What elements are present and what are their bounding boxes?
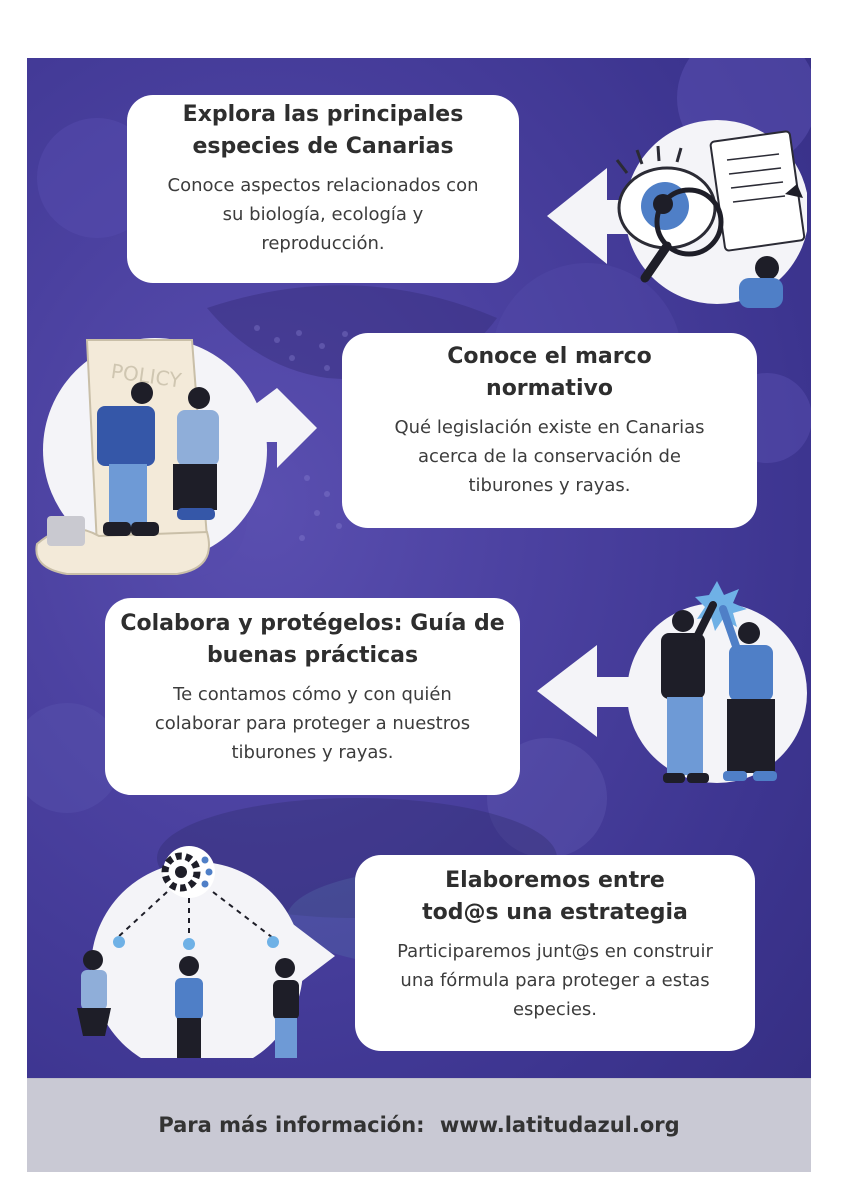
body-line: una fórmula para proteger a estas bbox=[400, 970, 710, 991]
body-line: tiburones y rayas. bbox=[468, 475, 631, 496]
high-five-icon bbox=[537, 581, 807, 783]
section-title: Colabora y protégelos: Guía de buenas pr… bbox=[105, 608, 520, 672]
policy-document-icon: POLICY bbox=[35, 338, 317, 575]
body-line: Qué legislación existe en Canarias bbox=[394, 417, 705, 438]
section-body: Te contamos cómo y con quién colaborar p… bbox=[105, 680, 520, 767]
footer-text: Para más información: www.latitudazul.or… bbox=[27, 1113, 811, 1137]
body-line: Te contamos cómo y con quién bbox=[173, 684, 452, 705]
section-title: Explora las principales especies de Cana… bbox=[127, 99, 519, 163]
title-line: Conoce el marco bbox=[447, 344, 652, 369]
section-card-good-practices: Colabora y protégelos: Guía de buenas pr… bbox=[105, 598, 520, 795]
magnifier-eye-icon bbox=[547, 120, 807, 308]
section-body: Conoce aspectos relacionados con su biol… bbox=[127, 171, 519, 258]
body-line: Participaremos junt@s en construir bbox=[397, 941, 713, 962]
body-line: especies. bbox=[512, 999, 598, 1020]
title-line: Elaboremos entre bbox=[445, 868, 665, 893]
title-line: Colabora y protégelos: Guía de bbox=[120, 611, 505, 636]
section-card-species: Explora las principales especies de Cana… bbox=[127, 95, 519, 283]
section-title: Elaboremos entre tod@s una estrategia bbox=[355, 865, 755, 929]
section-body: Qué legislación existe en Canarias acerc… bbox=[342, 413, 757, 500]
website-link[interactable]: www.latitudazul.org bbox=[439, 1113, 680, 1137]
body-line: su biología, ecología y bbox=[222, 204, 424, 225]
footer-label: Para más información: bbox=[158, 1113, 425, 1137]
body-line: acerca de la conservación de bbox=[417, 446, 682, 467]
body-line: reproducción. bbox=[261, 233, 385, 254]
section-card-strategy: Elaboremos entre tod@s una estrategia Pa… bbox=[355, 855, 755, 1051]
footer: Para más información: www.latitudazul.or… bbox=[27, 1078, 811, 1172]
title-line: tod@s una estrategia bbox=[422, 900, 688, 925]
title-line: buenas prácticas bbox=[206, 643, 419, 668]
title-line: especies de Canarias bbox=[192, 134, 454, 159]
body-line: colaborar para proteger a nuestros bbox=[154, 713, 471, 734]
network-gear-icon bbox=[77, 846, 335, 1058]
section-title: Conoce el marco normativo bbox=[342, 341, 757, 405]
title-line: Explora las principales bbox=[182, 102, 464, 127]
section-card-regulation: Conoce el marco normativo Qué legislació… bbox=[342, 333, 757, 528]
body-line: Conoce aspectos relacionados con bbox=[167, 175, 479, 196]
title-line: normativo bbox=[486, 376, 613, 401]
body-line: tiburones y rayas. bbox=[231, 742, 394, 763]
poster: Explora las principales especies de Cana… bbox=[27, 58, 811, 1172]
section-body: Participaremos junt@s en construir una f… bbox=[355, 937, 755, 1024]
